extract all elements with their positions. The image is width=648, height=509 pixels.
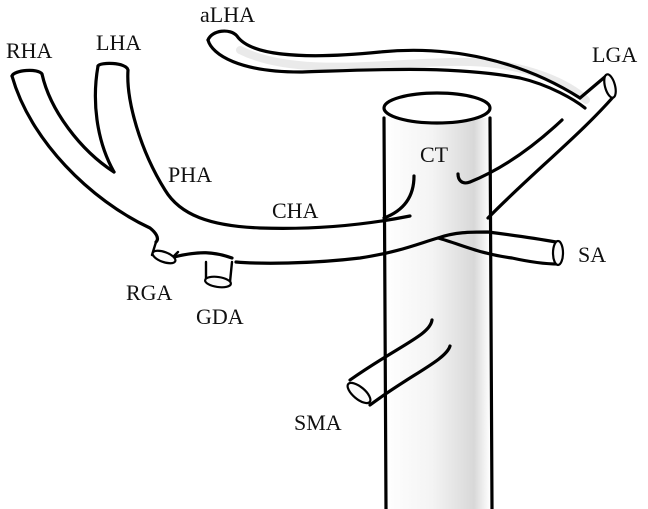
label-sa: SA xyxy=(578,242,606,267)
gda-lumen xyxy=(204,275,232,289)
aorta-body xyxy=(384,118,490,509)
aorta-top-opening xyxy=(382,91,492,125)
sa-upper-wall xyxy=(436,230,558,244)
label-gda: GDA xyxy=(196,304,244,329)
label-cha: CHA xyxy=(272,198,319,223)
label-ct: CT xyxy=(420,142,449,167)
cha-lower-wall-segment xyxy=(168,251,234,260)
lga-vessel xyxy=(456,73,617,220)
sma-vessel xyxy=(346,318,452,407)
ct-left-wall xyxy=(382,174,416,220)
lha-pha-cha-upper-wall xyxy=(96,61,412,230)
sma-lumen xyxy=(346,381,372,405)
rga-lumen xyxy=(151,249,177,265)
lga-lumen xyxy=(603,73,617,99)
aorta xyxy=(382,91,494,509)
rha-inner-wall xyxy=(10,68,116,174)
lha-inner-wall xyxy=(93,64,116,174)
label-lha: LHA xyxy=(96,30,141,55)
label-sma: SMA xyxy=(294,410,342,435)
aorta-left-wall xyxy=(382,116,388,509)
label-alha: aLHA xyxy=(200,2,255,27)
hepatic-artery-tree xyxy=(10,61,565,289)
sa-lumen xyxy=(551,239,565,267)
cha-sa-lower-wall xyxy=(234,236,560,266)
alha-lga-vessel xyxy=(206,29,590,110)
label-rha: RHA xyxy=(6,38,53,63)
label-lga: LGA xyxy=(592,42,637,67)
label-rga: RGA xyxy=(126,280,173,305)
label-pha: PHA xyxy=(168,162,212,187)
aorta-right-wall xyxy=(488,116,494,509)
rha-outer-wall xyxy=(10,74,160,244)
